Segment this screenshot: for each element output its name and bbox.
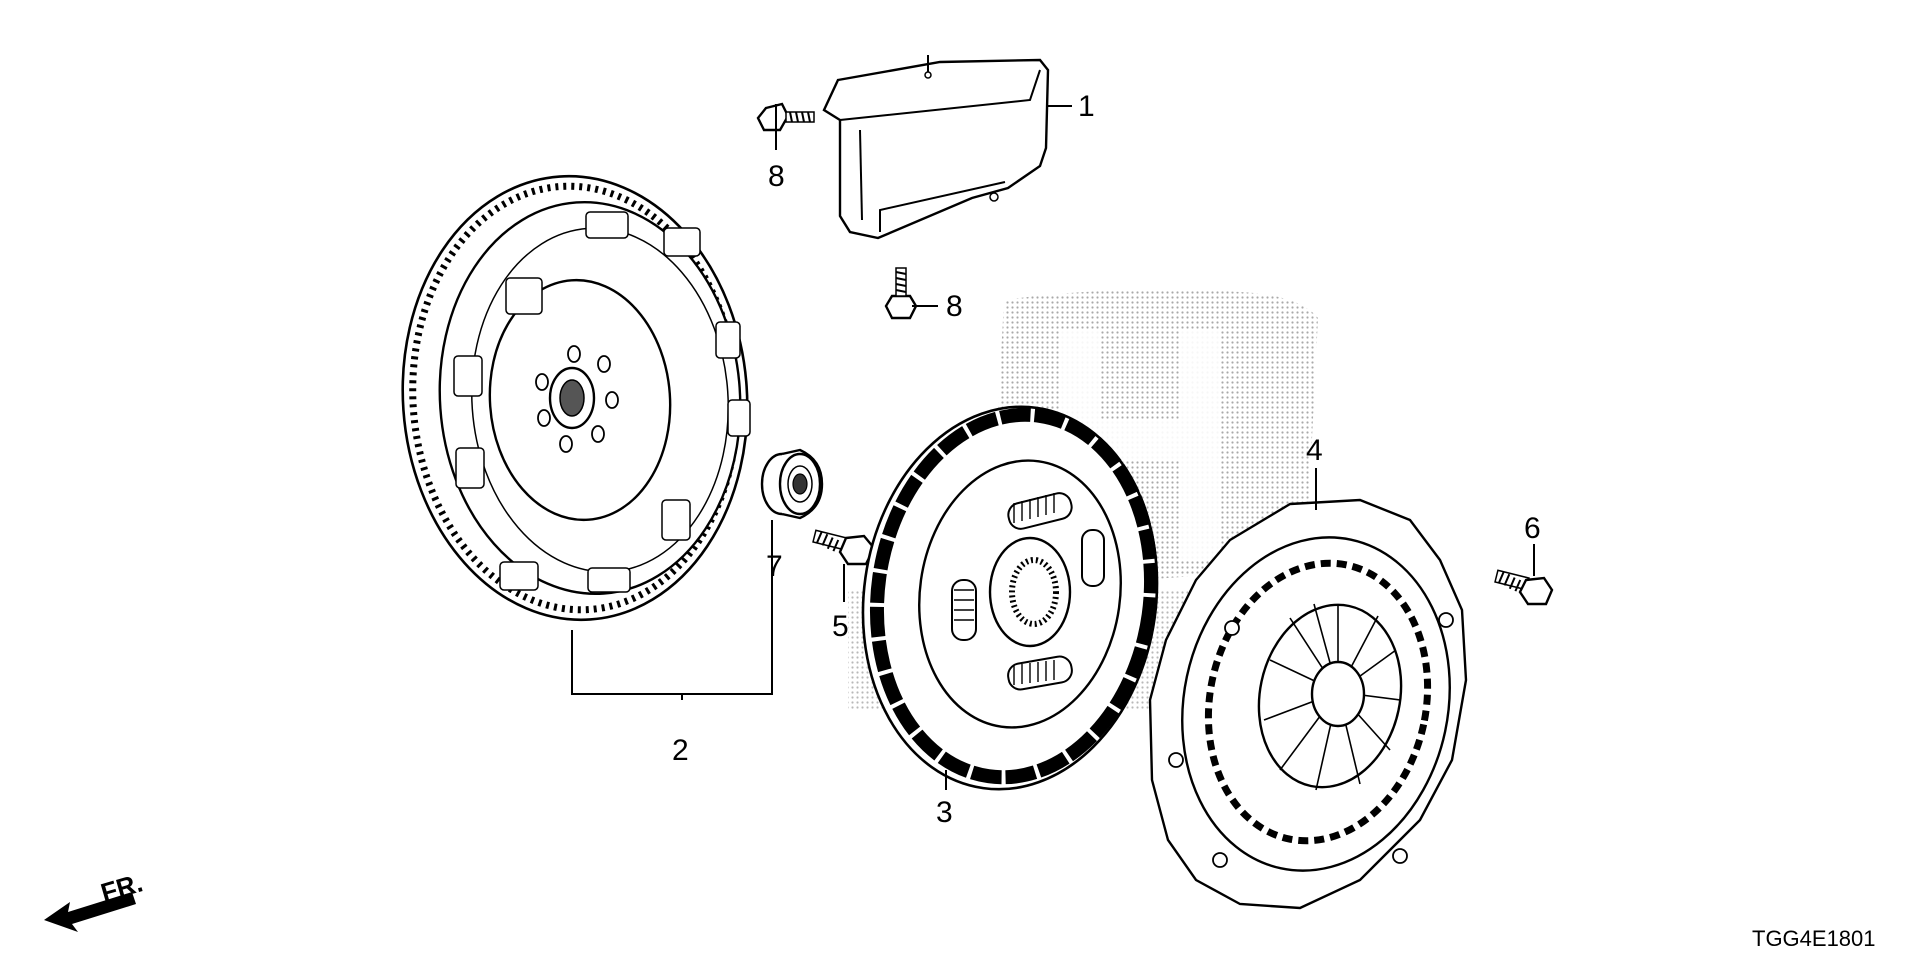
callout-2: 2 [672,734,689,767]
callout-4: 4 [1306,434,1323,467]
callout-3: 3 [936,796,953,829]
callout-8-lower: 8 [946,290,963,323]
flange-bolt-part-8-lower [884,267,918,320]
cover-plate-part-1 [822,55,1050,240]
arrow-left-icon [44,892,136,932]
leader-lines [571,104,1535,790]
callout-7: 7 [766,550,783,583]
pressure-plate-part-4 [1148,498,1468,910]
diagram-code: TGG4E1801 [1752,926,1876,951]
flywheel-part-2 [401,174,751,622]
bolt-part-5 [812,529,876,566]
callout-8-upper: 8 [768,160,785,193]
pilot-bearing-part-7 [760,448,824,520]
callout-1: 1 [1078,90,1095,123]
bolt-part-6 [1494,569,1554,606]
flange-bolt-part-8-upper [756,102,815,132]
callout-6: 6 [1524,512,1541,545]
front-direction-marker: FR. [44,867,146,932]
callout-5: 5 [832,610,849,643]
front-label: FR. [97,867,146,907]
clutch-disc-part-3 [861,405,1159,791]
